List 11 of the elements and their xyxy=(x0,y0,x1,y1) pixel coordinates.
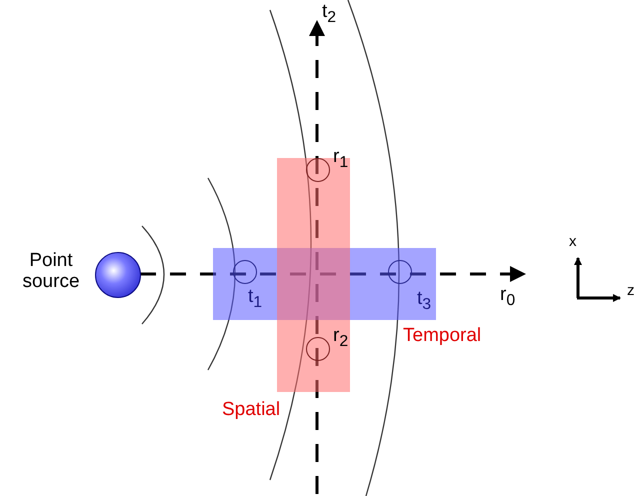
source-label: Point source xyxy=(21,251,81,293)
point-label: r$_{1}$ xyxy=(333,147,348,172)
axis-label: t$_{2}$ xyxy=(322,2,336,26)
axis-label: z xyxy=(627,283,634,300)
axis-label: x xyxy=(569,234,576,250)
point-label: r$_{2}$ xyxy=(333,326,348,350)
region-label: Spatial xyxy=(222,400,280,421)
point-label: t$_{3}$ xyxy=(417,289,432,314)
point-label: t$_{1}$ xyxy=(248,287,262,312)
axis-label: r$_{0}$ xyxy=(500,285,516,310)
region-label: Temporal xyxy=(403,326,482,347)
